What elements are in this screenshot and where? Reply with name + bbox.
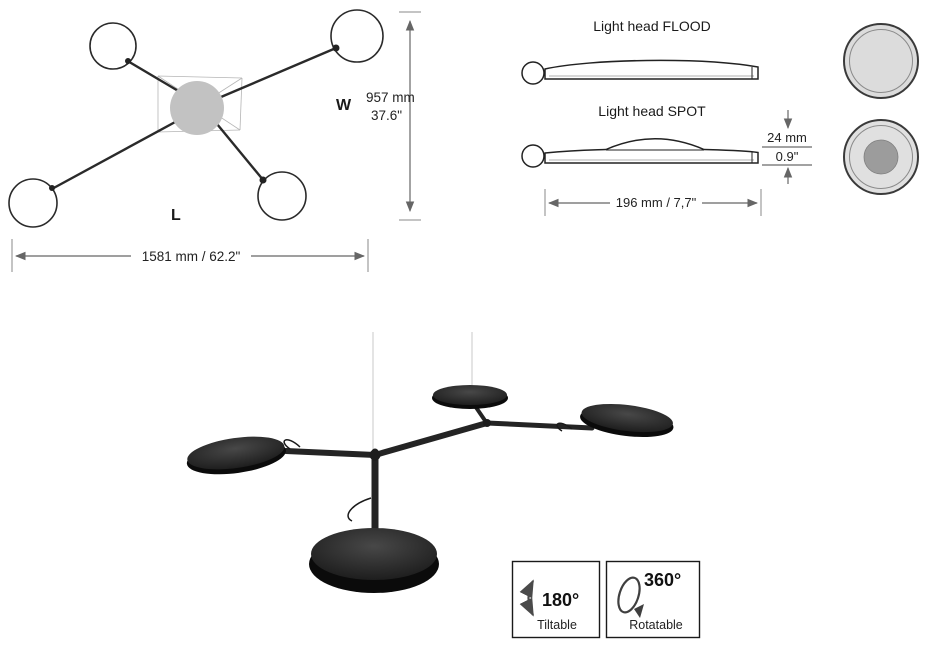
lamp-head-left [186, 436, 286, 475]
spot-label: Light head SPOT [598, 103, 706, 119]
flood-top-view [843, 23, 919, 99]
arm-line [125, 58, 181, 94]
lamp-arm-joint [483, 419, 491, 427]
feature-tiltable: 180° Tiltable [511, 560, 601, 639]
rotate-arrowhead [634, 604, 644, 618]
arm-line [216, 123, 265, 182]
arm-joint [49, 185, 55, 191]
flood-top-ring [849, 29, 913, 93]
width-mm: 957 mm [366, 90, 415, 105]
length-dim-text: 1581 mm / 62.2" [142, 249, 241, 264]
lamp-head-right [580, 403, 674, 438]
spot-body [544, 138, 759, 164]
light-head-circle [89, 22, 137, 70]
lamp-arm [372, 420, 490, 458]
light-head-circle [8, 178, 58, 228]
tilt-double-arrow-icon [519, 579, 534, 617]
rotate-loop-arrow-icon [617, 576, 641, 614]
lamp-head-top [432, 385, 508, 409]
lamp-arm [484, 420, 595, 431]
spot-top-ring [849, 125, 913, 189]
spot-profile-drawing [521, 138, 759, 168]
cable-line [239, 77, 243, 131]
lamp-head-bottom [309, 528, 439, 593]
flood-label: Light head FLOOD [593, 18, 711, 34]
arm-joint [332, 44, 340, 52]
head-face [187, 436, 285, 470]
center-hub [170, 81, 224, 135]
thickness-inch: 0.9" [776, 149, 799, 164]
feature-rotatable: 360° Rotatable [605, 560, 701, 639]
dimension-thickness: 24 mm 0.9" [762, 110, 812, 184]
cable-loop [347, 497, 372, 522]
tilt-label: Tiltable [537, 618, 577, 632]
arm-joint [125, 58, 131, 64]
top-view-diagram: W 957 mm 37.6" L 1581 mm / 62.2" [8, 9, 421, 272]
head-face [311, 528, 437, 580]
spot-pivot [521, 144, 545, 168]
dimension-length: L 1581 mm / 62.2" [11, 207, 369, 272]
rotate-angle: 360° [644, 570, 681, 590]
rotate-label: Rotatable [629, 618, 683, 632]
spot-top-view [843, 119, 919, 195]
cable-line [157, 75, 243, 79]
arm-line [49, 119, 178, 192]
flood-pivot [521, 61, 545, 85]
head-face [581, 403, 673, 433]
lamp-hub-joint [369, 449, 381, 461]
cable-loop [556, 422, 573, 432]
dimension-width: W 957 mm 37.6" [336, 11, 421, 221]
spot-lens-circle [863, 139, 899, 175]
feature-box [605, 560, 701, 639]
thickness-mm: 24 mm [767, 130, 807, 145]
flood-profile-drawing [521, 59, 759, 85]
light-head-circle [330, 9, 384, 63]
length-letter: L [171, 207, 181, 224]
head-face [433, 385, 507, 405]
arm-line [220, 46, 337, 99]
width-letter: W [336, 97, 352, 114]
tilt-angle: 180° [542, 590, 579, 610]
diameter-dim-text: 196 mm / 7,7" [616, 195, 697, 210]
light-head-circle [257, 171, 307, 221]
flood-body [544, 59, 759, 80]
dimension-diameter: 196 mm / 7,7" [544, 189, 762, 216]
cable-loop [283, 439, 301, 450]
width-inch: 37.6" [371, 108, 402, 123]
flood-top-circle [843, 23, 919, 99]
product-photo [186, 332, 674, 593]
arm-joint [259, 176, 267, 184]
lamp-arm [283, 448, 378, 458]
head-profiles: Light head FLOOD Light head SPOT 24 mm 0… [521, 18, 919, 216]
